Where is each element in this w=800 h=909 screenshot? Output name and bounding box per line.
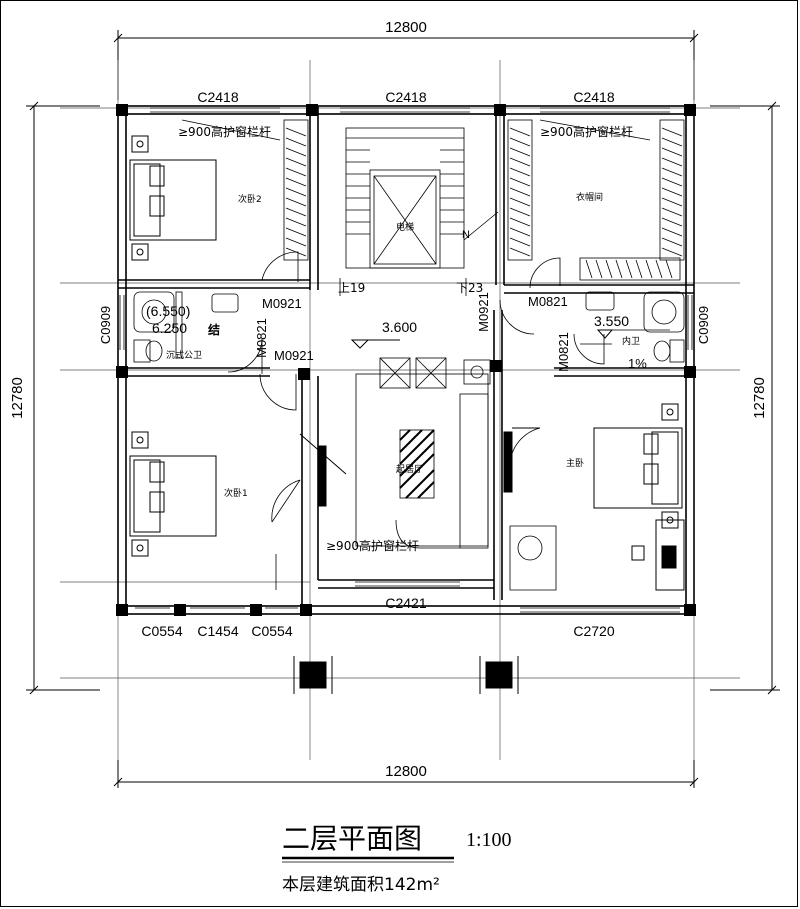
room-label-public-bath: 沉式公卫 (166, 349, 202, 361)
top-dimension-label: 12800 (385, 19, 427, 36)
area-note: 本层建筑面积142m² (282, 875, 440, 895)
window-label-top-right: C2418 (573, 89, 614, 105)
beds (129, 135, 685, 591)
room-label-living: 起居厅 (396, 464, 423, 475)
top-windows (119, 107, 693, 613)
window-label-c0554-b: C0554 (251, 623, 292, 639)
stairwell (339, 127, 499, 296)
door-swings (227, 251, 605, 590)
columns (116, 104, 696, 616)
room-label-elevator: 电梯 (396, 221, 414, 233)
window-label-top-mid: C2418 (385, 89, 426, 105)
room-label-cloakroom: 衣帽间 (576, 191, 603, 203)
wardrobes (181, 119, 685, 281)
door-label-m0821-right: M0821 (556, 332, 571, 372)
north-icon: N (462, 229, 470, 241)
door-label-m0921-b: M0921 (274, 348, 314, 363)
window-label-right-side: C0909 (696, 306, 711, 344)
window-label-top-left: C2418 (197, 89, 238, 105)
exterior-walls (117, 105, 695, 615)
note-railing-right: ≥900高护窗栏杆 (540, 124, 633, 139)
room-label-bedroom1: 次卧1 (224, 487, 248, 499)
elevation-mid: 3.600 (382, 319, 417, 335)
window-label-c0554-a: C0554 (141, 623, 182, 639)
elevator-shaft (373, 175, 437, 265)
bath-fixtures (133, 291, 685, 363)
living-furniture (355, 357, 557, 591)
grid-lines (60, 60, 740, 760)
door-label-m0921-c: M0921 (476, 292, 491, 332)
window-label-bottom-right: C2720 (573, 623, 614, 639)
elevation-right: 3.550 (594, 313, 629, 329)
right-dimension-label: 12780 (751, 377, 768, 419)
struct-note: 结 (208, 322, 220, 337)
left-dimension-label: 12780 (9, 377, 26, 419)
elevation-left-2: 6.250 (152, 320, 187, 336)
ac-unit-right (415, 357, 447, 389)
elevation-left-1: (6.550) (146, 303, 190, 319)
note-railing-mid: ≥900高护窗栏杆 (326, 538, 419, 553)
slope-label: 1% (628, 356, 647, 371)
stair-down-label: 下23 (456, 281, 483, 295)
outdoor-pillars (293, 656, 519, 694)
elevation-marker-right (596, 329, 614, 339)
door-label-m0821-top-right: M0821 (528, 294, 568, 309)
window-label-c1454: C1454 (197, 623, 238, 639)
door-label-m0821-left: M0821 (254, 318, 269, 358)
note-railing-left: ≥900高护窗栏杆 (178, 124, 271, 139)
door-label-m0921-a: M0921 (262, 296, 302, 311)
room-label-bedroom2: 次卧2 (238, 193, 262, 205)
elevation-marker (350, 339, 370, 349)
sliding-doors (299, 427, 540, 507)
plan-scale: 1:100 (466, 829, 512, 851)
stair-up-label: 上19 (338, 281, 365, 295)
ac-unit-left (379, 357, 411, 389)
room-label-master: 主卧 (566, 457, 584, 469)
plan-title: 二层平面图 (282, 824, 422, 855)
window-label-bottom-mid: C2421 (385, 595, 426, 611)
bottom-dimension-label: 12800 (385, 763, 427, 780)
room-label-ensuite: 内卫 (622, 335, 640, 347)
window-label-left-side: C0909 (98, 306, 113, 344)
